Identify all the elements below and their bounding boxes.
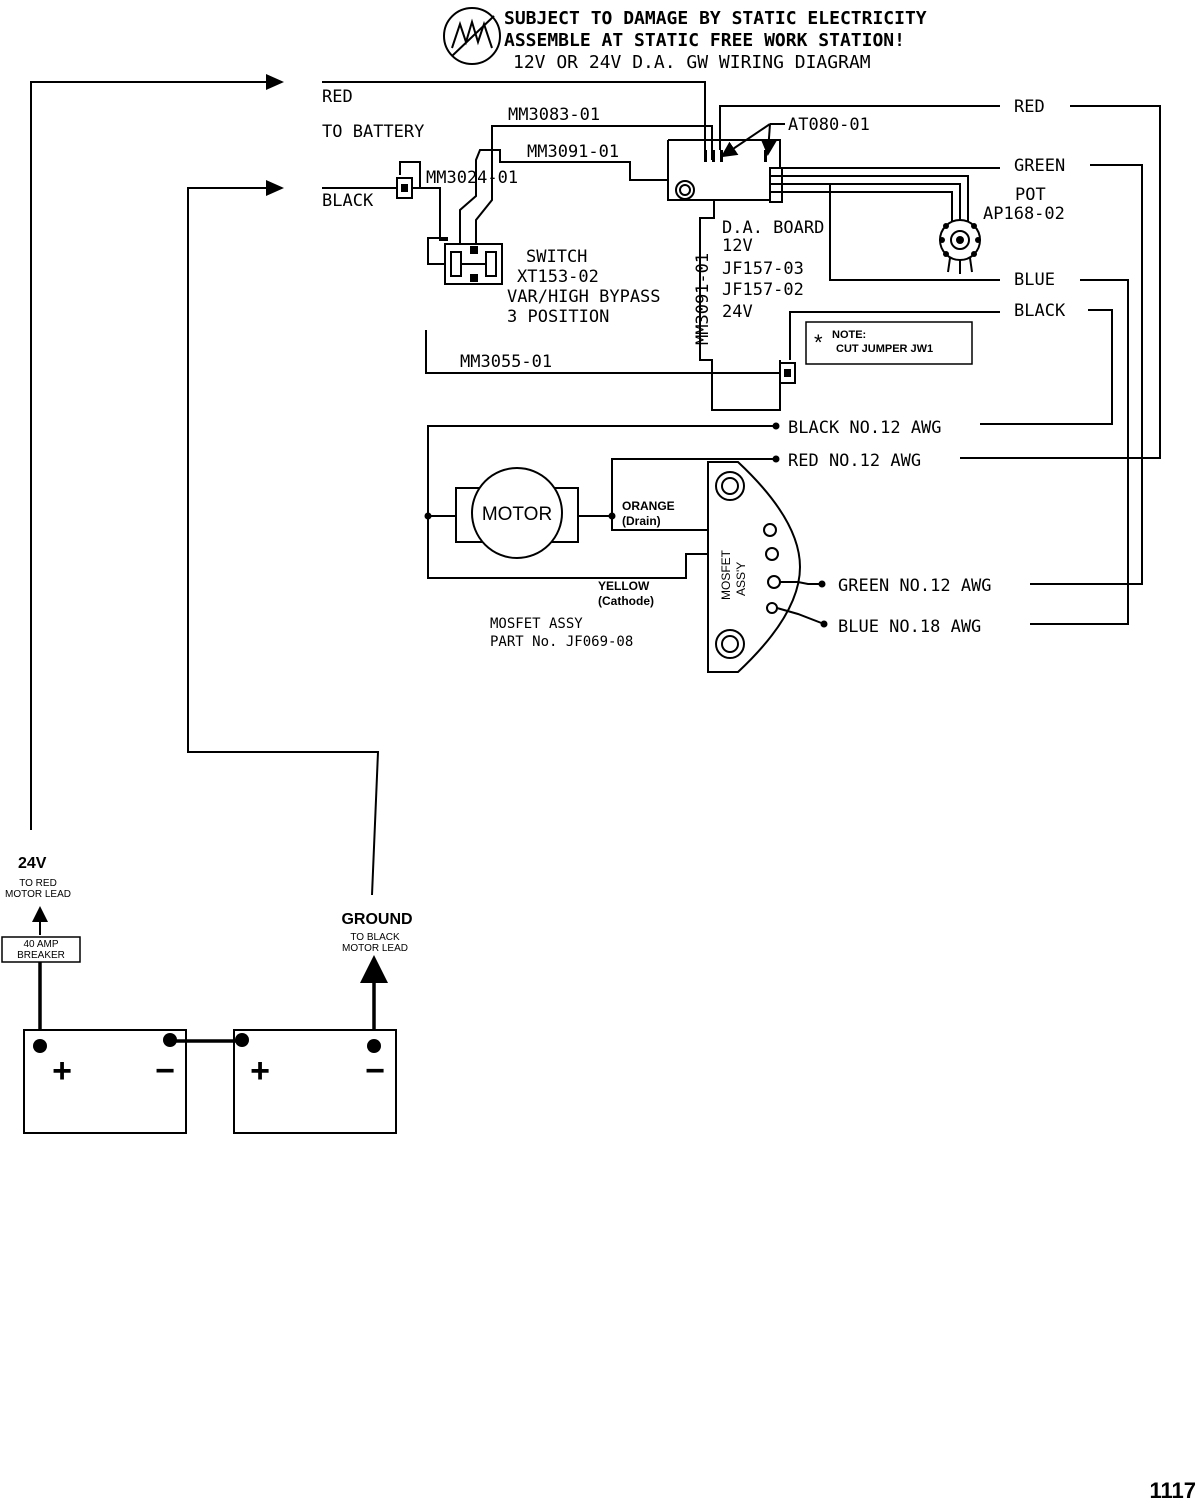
part-mm3055: MM3055-01 (460, 352, 552, 372)
to-red-line-2: MOTOR LEAD (5, 889, 71, 900)
diagram-title: 12V OR 24V D.A. GW WIRING DIAGRAM (513, 52, 871, 73)
board-line-4: JF157-02 (722, 280, 804, 300)
to-black-line-1: TO BLACK (350, 932, 400, 943)
right-black-wire (789, 309, 1113, 425)
switch-line-4: 3 POSITION (507, 307, 609, 327)
page-number: 1117 (1149, 1478, 1196, 1503)
motor-label: MOTOR (482, 504, 552, 525)
black-lead-wire (322, 161, 448, 241)
warning-line-1: SUBJECT TO DAMAGE BY STATIC ELECTRICITY (504, 8, 927, 29)
green-awg-lead (780, 580, 826, 588)
to-battery-label: TO BATTERY (322, 122, 424, 142)
drain-label: (Drain) (622, 514, 661, 528)
breaker-line-1: 40 AMP (23, 939, 58, 950)
part-mm3091-top: MM3091-01 (527, 142, 619, 162)
battery-black-label: BLACK (322, 191, 374, 211)
board-line-2: 12V (722, 236, 753, 256)
awg-red-12: RED NO.12 AWG (788, 451, 921, 471)
right-green-wire (782, 164, 1143, 585)
switch-line-3: VAR/HIGH BYPASS (507, 287, 661, 307)
part-mm3091-vertical: MM3091-01 (693, 253, 713, 345)
awg-black-12: BLACK NO.12 AWG (788, 418, 942, 438)
switch-xt153 (444, 243, 503, 285)
to-red-line-1: TO RED (19, 878, 57, 889)
board-line-1: D.A. BOARD (722, 218, 824, 238)
orange-label: ORANGE (622, 499, 675, 513)
mm3055-wire (425, 237, 780, 374)
blue-awg-lead (776, 607, 828, 628)
yellow-label: YELLOW (598, 579, 650, 593)
red-lead-wire (322, 81, 706, 160)
right-red-wire (719, 105, 1161, 459)
note-line-2: CUT JUMPER JW1 (836, 343, 933, 355)
pot-ap168 (939, 219, 981, 274)
note-box (805, 321, 973, 365)
battery-2-minus: − (365, 1052, 385, 1090)
mosfet-vertical-2: ASS'Y (734, 562, 748, 596)
right-green-label: GREEN (1014, 156, 1065, 176)
mm3083-wire (475, 125, 713, 250)
da-board (667, 139, 783, 411)
board-line-5: 24V (722, 302, 753, 322)
right-black-label: BLACK (1014, 301, 1066, 321)
switch-line-2: XT153-02 (517, 267, 599, 287)
switch-line-1: SWITCH (526, 247, 587, 267)
mosfet-assy (707, 461, 802, 673)
at080-pointer (720, 123, 785, 158)
pot-line-1: POT (1015, 185, 1046, 205)
part-mm3024: MM3024-01 (426, 168, 518, 188)
mosfet-vertical-1: MOSFET (719, 549, 733, 600)
mosfet-assy-line-1: MOSFET ASSY (490, 616, 583, 632)
black-awg-lead (427, 422, 780, 516)
mm3091-wire (459, 149, 668, 250)
to-black-line-2: MOTOR LEAD (342, 943, 408, 954)
battery-2 (233, 1029, 397, 1134)
mosfet-assy-line-2: PART No. JF069-08 (490, 634, 633, 650)
pot-line-2: AP168-02 (983, 204, 1065, 224)
pot-wires (782, 175, 969, 222)
cathode-label: (Cathode) (598, 594, 654, 608)
note-line-1: NOTE: (832, 329, 866, 341)
long-red-lead (30, 74, 284, 830)
awg-green-12: GREEN NO.12 AWG (838, 576, 992, 596)
awg-blue-18: BLUE NO.18 AWG (838, 617, 981, 637)
breaker-line-2: BREAKER (17, 950, 65, 961)
warning-line-2: ASSEMBLE AT STATIC FREE WORK STATION! (504, 30, 905, 51)
ground-label: GROUND (341, 911, 412, 928)
motor (424, 467, 616, 559)
battery-red-label: RED (322, 87, 353, 107)
battery-1 (23, 1029, 187, 1134)
battery-2-plus: + (250, 1052, 270, 1090)
right-red-label: RED (1014, 97, 1045, 117)
mm3024-connector (396, 177, 413, 199)
static-warning-icon (443, 7, 501, 65)
long-black-lead (187, 180, 380, 896)
red-awg-lead (611, 455, 780, 516)
board-line-3: JF157-03 (722, 259, 804, 279)
battery-1-plus: + (52, 1052, 72, 1090)
part-at080: AT080-01 (788, 115, 870, 135)
board-connector (779, 362, 796, 384)
note-asterisk: * (814, 330, 823, 355)
voltage-24v-label: 24V (18, 855, 47, 872)
part-mm3083: MM3083-01 (508, 105, 600, 125)
breaker-box (1, 936, 81, 963)
right-blue-label: BLUE (1014, 270, 1055, 290)
battery-1-minus: − (155, 1052, 175, 1090)
